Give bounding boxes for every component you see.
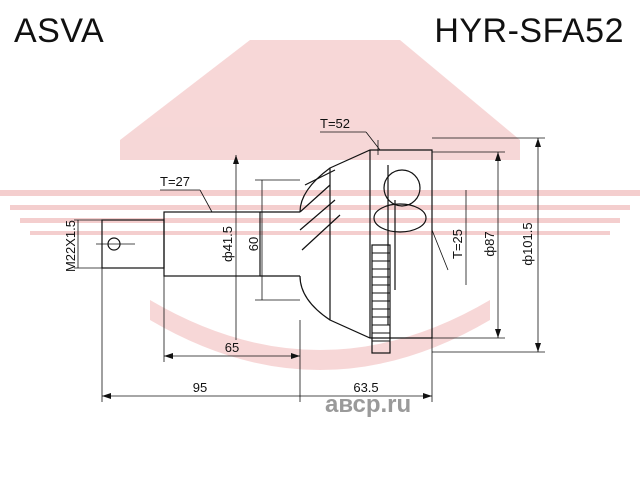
bell-housing [299,140,433,354]
watermark-logo [0,40,640,370]
part-number: HYR-SFA52 [434,12,624,50]
brand-title: ASVA [14,12,105,50]
label-63-5: 63.5 [353,380,378,395]
label-d41-5: ф41.5 [220,226,235,262]
label-t25: T=25 [450,229,465,259]
label-d87: ф87 [482,231,497,256]
label-d101-5: ф101.5 [520,222,535,265]
label-m22: M22X1.5 [63,220,78,272]
label-65: 65 [225,340,239,355]
label-d60: 60 [246,237,261,251]
label-t52: T=52 [320,116,350,131]
watermark-site: авср.ru [325,391,411,418]
label-t27: T=27 [160,174,190,189]
dimension-lines [74,131,545,402]
label-95: 95 [193,380,207,395]
